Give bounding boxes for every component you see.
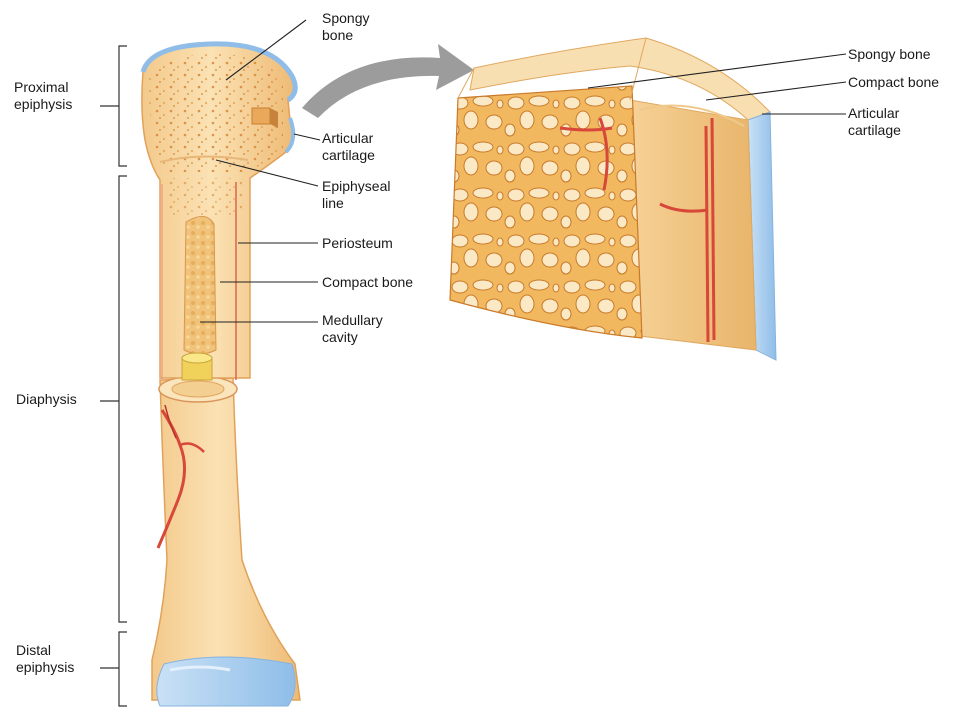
lower-bone bbox=[152, 376, 300, 706]
head-notch bbox=[252, 108, 270, 124]
compact-bone-label: Compact bone bbox=[322, 274, 413, 291]
inset-compact-layer bbox=[630, 100, 756, 350]
articular-cartilage-label: Articular cartilage bbox=[322, 130, 375, 164]
inset-compact-bone-label: Compact bone bbox=[848, 74, 939, 91]
proximal-epiphysis-label: Proximal epiphysis bbox=[14, 79, 72, 113]
distal-epiphysis-bracket bbox=[119, 632, 127, 706]
region-brackets bbox=[100, 46, 127, 706]
inset-articular-cartilage-label: Articular cartilage bbox=[848, 105, 901, 139]
lower-shaft bbox=[152, 378, 300, 700]
diaphysis-label: Diaphysis bbox=[16, 391, 77, 408]
distal-epiphysis-label: Distal epiphysis bbox=[16, 642, 74, 676]
enlargement-arrow bbox=[302, 44, 474, 118]
periosteum-label: Periosteum bbox=[322, 235, 393, 252]
inset-spongy-bone-label: Spongy bone bbox=[848, 46, 931, 63]
medullary-cavity-fill bbox=[184, 216, 216, 354]
spongy-bone-label: Spongy bone bbox=[322, 10, 369, 44]
upper-spongy-shaft bbox=[166, 178, 242, 218]
inset-cross-section bbox=[450, 38, 776, 360]
inset-spongy-front bbox=[450, 86, 642, 338]
articular-cartilage-leader bbox=[294, 134, 320, 140]
medullary-cavity-label: Medullary cavity bbox=[322, 312, 383, 346]
diaphysis-bracket bbox=[119, 176, 127, 622]
distal-articular-cartilage bbox=[157, 657, 295, 706]
proximal-epiphysis-bracket bbox=[119, 46, 127, 166]
epiphyseal-line-label: Epiphyseal line bbox=[322, 178, 391, 212]
upper-bone bbox=[142, 44, 295, 380]
